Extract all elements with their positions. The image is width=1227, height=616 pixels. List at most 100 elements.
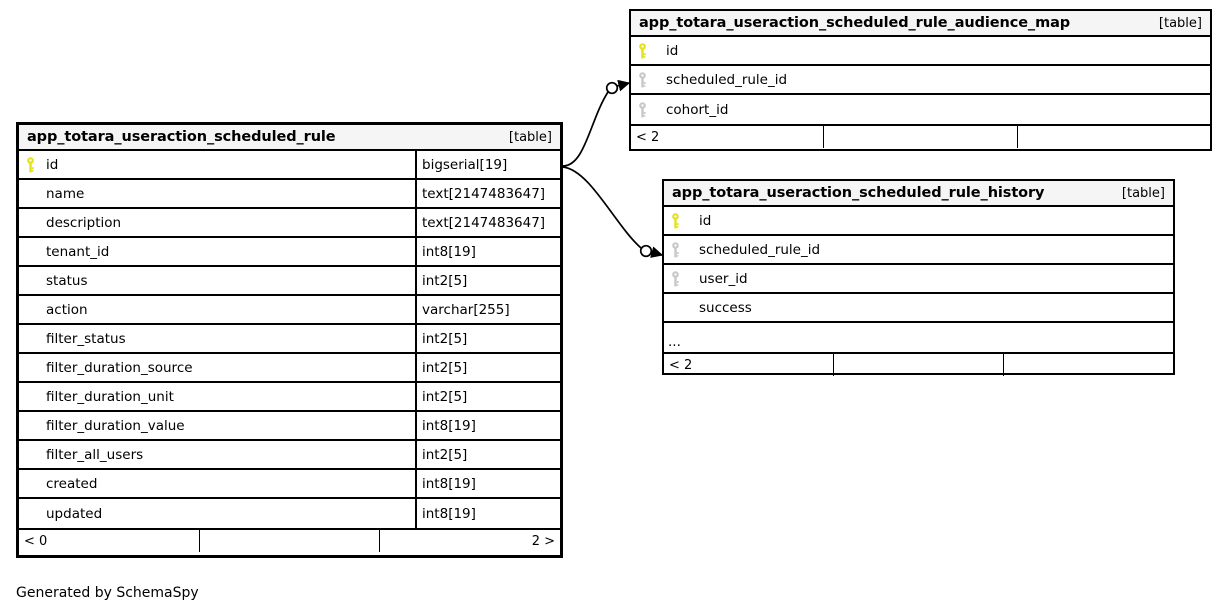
- spacer: [653, 37, 661, 64]
- table-row[interactable]: success: [664, 294, 1173, 323]
- column-name-cell: cohort_id: [661, 95, 1210, 124]
- table-footer: < 2: [664, 352, 1173, 376]
- column-name: filter_duration_unit: [46, 388, 174, 405]
- column-name: filter_duration_value: [46, 417, 185, 434]
- column-name-cell: filter_duration_source: [41, 354, 415, 381]
- table-row[interactable]: tenant_id int8[19]: [19, 238, 560, 267]
- table-header: app_totara_useraction_scheduled_rule_aud…: [631, 11, 1210, 37]
- key-slot-empty: [19, 296, 41, 323]
- column-type-cell: int8[19]: [415, 238, 560, 265]
- column-type: int2[5]: [422, 446, 468, 463]
- column-list: id bigserial[19] name text[2147483647] d: [19, 151, 560, 528]
- column-name-cell: action: [41, 296, 415, 323]
- table-row[interactable]: user_id: [664, 265, 1173, 294]
- table-row[interactable]: status int2[5]: [19, 267, 560, 296]
- table-row[interactable]: description text[2147483647]: [19, 209, 560, 238]
- table-row[interactable]: scheduled_rule_id: [664, 236, 1173, 265]
- key-slot-empty: [19, 412, 41, 439]
- footer-children-count[interactable]: 2 >: [379, 530, 560, 552]
- table-app_totara_useraction_scheduled_rule_audience_map[interactable]: app_totara_useraction_scheduled_rule_aud…: [629, 9, 1212, 151]
- table-row[interactable]: id: [631, 37, 1210, 66]
- key-slot-empty: [19, 383, 41, 410]
- foreign-key-icon: [664, 236, 686, 263]
- column-type-cell: text[2147483647]: [415, 209, 560, 236]
- column-name: created: [46, 475, 98, 492]
- foreign-key-icon: [631, 66, 653, 93]
- edge-main-to-history: [562, 166, 664, 258]
- column-type-cell: int2[5]: [415, 441, 560, 468]
- column-name: filter_duration_source: [46, 359, 193, 376]
- column-name: tenant_id: [46, 243, 110, 260]
- column-name-cell: filter_duration_unit: [41, 383, 415, 410]
- footer-children-count: [1016, 126, 1210, 148]
- column-type: int8[19]: [422, 417, 476, 434]
- column-name-cell: id: [661, 37, 1210, 64]
- table-kind-label: [table]: [1158, 15, 1202, 31]
- column-name: name: [46, 185, 85, 202]
- column-type-cell: text[2147483647]: [415, 180, 560, 207]
- table-kind-label: [table]: [508, 129, 552, 145]
- table-row[interactable]: cohort_id: [631, 95, 1210, 124]
- key-slot-empty: [19, 325, 41, 352]
- table-app_totara_useraction_scheduled_rule_history[interactable]: app_totara_useraction_scheduled_rule_his…: [662, 179, 1175, 376]
- spacer: [653, 95, 661, 124]
- column-type-cell: int8[19]: [415, 499, 560, 528]
- table-row[interactable]: filter_status int2[5]: [19, 325, 560, 354]
- column-name-cell: status: [41, 267, 415, 294]
- column-type: int8[19]: [422, 243, 476, 260]
- footer-middle: [198, 530, 380, 552]
- key-slot-empty: [19, 209, 41, 236]
- column-name-cell: name: [41, 180, 415, 207]
- column-name: filter_status: [46, 330, 126, 347]
- table-footer: < 2: [631, 124, 1210, 148]
- column-name-cell: scheduled_rule_id: [661, 66, 1210, 93]
- footer-parents-count[interactable]: < 0: [24, 533, 48, 549]
- key-slot-empty: [19, 238, 41, 265]
- spacer: [686, 207, 694, 234]
- column-name-cell: updated: [41, 499, 415, 528]
- table-row[interactable]: filter_all_users int2[5]: [19, 441, 560, 470]
- table-row[interactable]: updated int8[19]: [19, 499, 560, 528]
- column-name: status: [46, 272, 88, 289]
- table-title: app_totara_useraction_scheduled_rule: [27, 129, 336, 145]
- edge-main-to-audience-map: [562, 79, 631, 167]
- table-app_totara_useraction_scheduled_rule[interactable]: app_totara_useraction_scheduled_rule [ta…: [16, 122, 563, 558]
- table-row[interactable]: id bigserial[19]: [19, 151, 560, 180]
- column-name: scheduled_rule_id: [666, 71, 788, 88]
- column-name-cell: ...: [664, 323, 1173, 352]
- column-name-cell: filter_duration_value: [41, 412, 415, 439]
- table-row[interactable]: id: [664, 207, 1173, 236]
- column-type-cell: int2[5]: [415, 383, 560, 410]
- primary-key-icon: [19, 151, 41, 178]
- column-type: int2[5]: [422, 272, 468, 289]
- footer-parents-count[interactable]: < 2: [636, 129, 660, 145]
- table-row[interactable]: filter_duration_value int8[19]: [19, 412, 560, 441]
- footer-parents-count[interactable]: < 2: [669, 357, 693, 373]
- table-row[interactable]: created int8[19]: [19, 470, 560, 499]
- column-name-cell: filter_all_users: [41, 441, 415, 468]
- table-footer: < 0 2 >: [19, 528, 560, 552]
- column-name: success: [699, 299, 752, 316]
- table-row[interactable]: name text[2147483647]: [19, 180, 560, 209]
- table-row[interactable]: filter_duration_unit int2[5]: [19, 383, 560, 412]
- table-row[interactable]: filter_duration_source int2[5]: [19, 354, 560, 383]
- column-type-cell: int8[19]: [415, 412, 560, 439]
- table-row[interactable]: action varchar[255]: [19, 296, 560, 325]
- column-type: int8[19]: [422, 475, 476, 492]
- table-row[interactable]: scheduled_rule_id: [631, 66, 1210, 95]
- generated-by-caption: Generated by SchemaSpy: [16, 585, 199, 601]
- column-name-cell: user_id: [694, 265, 1173, 292]
- footer-children-count: [1003, 354, 1173, 376]
- primary-key-icon: [664, 207, 686, 234]
- column-name: filter_all_users: [46, 446, 144, 463]
- more-columns-indicator-row[interactable]: ...: [664, 323, 1173, 352]
- table-title: app_totara_useraction_scheduled_rule_aud…: [639, 15, 1071, 31]
- table-kind-label: [table]: [1121, 185, 1165, 201]
- column-name: action: [46, 301, 88, 318]
- key-slot-empty: [19, 470, 41, 497]
- column-name-cell: created: [41, 470, 415, 497]
- column-name-cell: tenant_id: [41, 238, 415, 265]
- key-slot-empty: [19, 354, 41, 381]
- column-name-cell: id: [694, 207, 1173, 234]
